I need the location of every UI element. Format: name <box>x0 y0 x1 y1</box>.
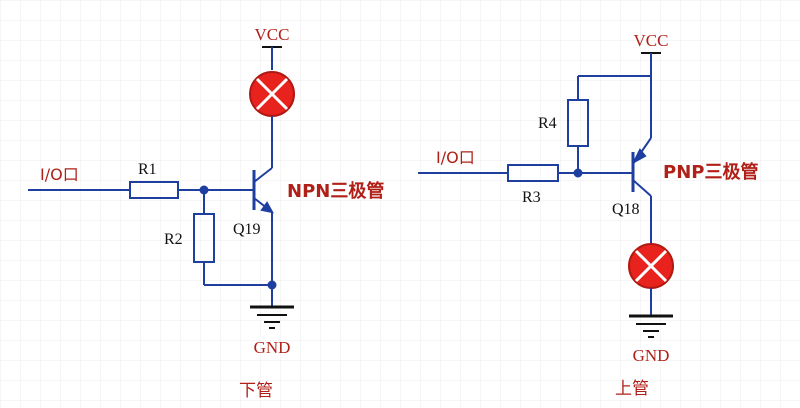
npn-vcc-label: VCC <box>255 25 290 44</box>
npn-io-label: I/O口 <box>40 165 79 184</box>
npn-r1-label: R1 <box>138 161 157 178</box>
npn-r2-label: R2 <box>164 231 183 248</box>
pnp-io-label: I/O口 <box>436 148 475 167</box>
pnp-type-label: PNP三极管 <box>663 161 758 183</box>
pnp-gnd-label: GND <box>633 346 670 365</box>
pnp-lamp-icon <box>628 243 674 289</box>
npn-type-label: NPN三极管 <box>287 180 384 202</box>
pnp-vcc-label: VCC <box>634 31 669 50</box>
pnp-circuit: VCC <box>418 31 674 338</box>
npn-junction-dot-2 <box>267 280 277 290</box>
pnp-r3-label: R3 <box>522 189 541 206</box>
npn-gnd-label: GND <box>254 338 291 357</box>
npn-lamp-icon <box>249 71 295 117</box>
npn-caption: 下管 <box>239 381 273 401</box>
pnp-junction-dot <box>573 168 583 178</box>
npn-vcc-symbol <box>262 46 282 70</box>
npn-ground-icon <box>250 305 294 329</box>
pnp-vcc-symbol <box>641 52 661 76</box>
pnp-ground-icon <box>629 314 673 338</box>
npn-q19-label: Q19 <box>233 221 261 238</box>
pnp-caption: 上管 <box>615 379 649 399</box>
pnp-q18-label: Q18 <box>612 201 640 218</box>
pnp-r4-label: R4 <box>538 115 557 132</box>
npn-circuit: VCC <box>28 25 295 329</box>
